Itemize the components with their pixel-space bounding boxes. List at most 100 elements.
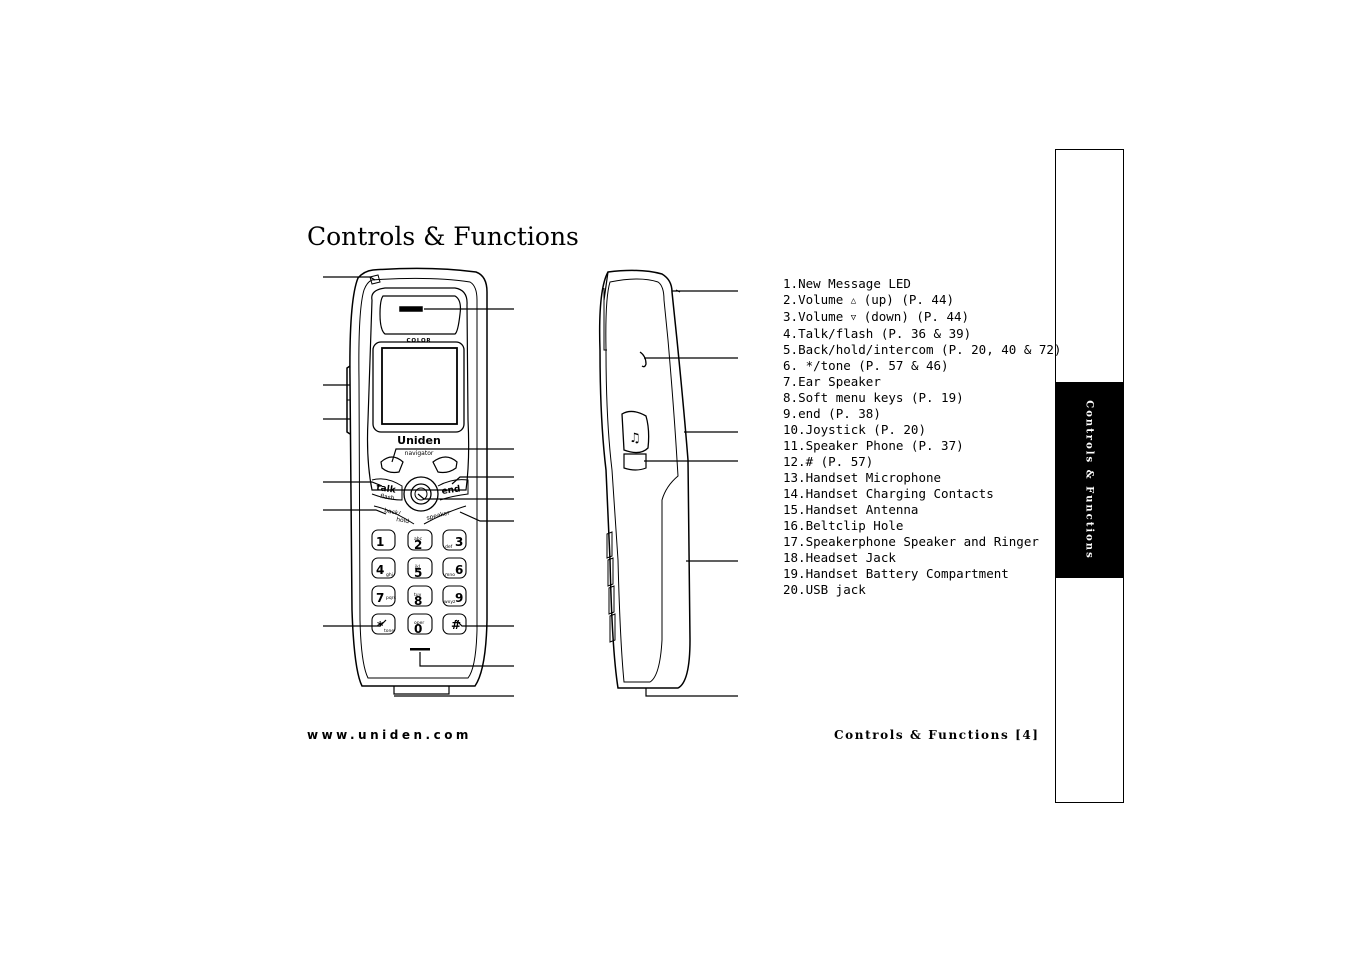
callout-line — [323, 276, 376, 281]
keypad-key — [442, 613, 467, 635]
battery-ridge — [607, 557, 614, 587]
beltclip-hole — [639, 351, 647, 368]
soft-key-right — [432, 456, 458, 474]
led-indicator — [369, 274, 381, 285]
legend-item: 17.Speakerphone Speaker and Ringer — [783, 534, 1039, 549]
headset-jack-icon: ♫ — [629, 431, 641, 446]
battery-ridge — [606, 531, 613, 559]
front-inner-rim — [358, 277, 478, 679]
joystick-center — [414, 487, 428, 501]
keypad-key — [371, 613, 396, 635]
key-digit: 6 — [455, 563, 463, 577]
legend-item: 1.New Message LED — [783, 276, 911, 291]
end-label: end — [441, 484, 461, 497]
keypad-key — [407, 585, 433, 607]
legend-item: 10.Joystick (P. 20) — [783, 422, 926, 437]
key-digit: 2 — [414, 538, 422, 552]
phone-side-view: ♫ — [598, 269, 738, 697]
legend-item: 18.Headset Jack — [783, 550, 896, 565]
headset-jack-housing — [621, 410, 650, 454]
keypad-key — [442, 557, 467, 579]
key-letters: mno — [445, 573, 455, 578]
key-letters: oper — [414, 620, 424, 626]
back-key-outline — [373, 505, 415, 525]
usb-jack — [623, 453, 647, 471]
page-title: Controls & Functions — [307, 222, 579, 251]
keypad-key — [407, 557, 433, 579]
hold-label: hold — [396, 516, 410, 525]
volume-up-icon: △ — [850, 296, 857, 306]
ear-speaker-housing — [379, 295, 462, 335]
key-letters: def — [445, 544, 453, 550]
callout-line — [419, 652, 514, 667]
key-letters: tone — [384, 628, 394, 634]
keypad-key — [407, 613, 433, 635]
soft-key-left — [380, 456, 404, 474]
screen-bezel — [372, 341, 465, 433]
key-digit: 7 — [376, 591, 384, 605]
speaker-key-outline — [423, 505, 467, 525]
microphone-slot — [410, 648, 430, 651]
legend-item: 6. */tone (P. 57 & 46) — [783, 358, 949, 373]
flash-label: flash — [380, 493, 395, 502]
legend-item: 15.Handset Antenna — [783, 502, 919, 517]
key-digit: 9 — [455, 591, 463, 605]
legend-item: 8.Soft menu keys (P. 19) — [783, 390, 964, 405]
footer-page-label: Controls & Functions [4] — [834, 728, 1040, 742]
controls-legend: 1.New Message LED 2.Volume △ (up) (P. 44… — [783, 276, 1061, 598]
battery-ridge — [608, 585, 615, 615]
key-letters: jkl — [414, 564, 420, 570]
side-tab: Controls & Functions — [1055, 149, 1124, 803]
key-letters: pqrs — [386, 595, 397, 601]
navigator-label: navigator — [405, 450, 434, 457]
key-digit: 4 — [376, 563, 384, 577]
key-letters: abc — [414, 536, 423, 542]
brand-logo: Uniden — [397, 434, 441, 447]
key-digit: 3 — [455, 535, 463, 549]
legend-item: 20.USB jack — [783, 582, 866, 597]
front-outer-body — [349, 267, 488, 687]
key-letters: wxyz — [444, 600, 456, 605]
key-digit: # — [451, 618, 461, 632]
callout-line — [391, 448, 514, 463]
ear-speaker-slot — [399, 306, 423, 312]
legend-item: 13.Handset Microphone — [783, 470, 942, 485]
phone-front-view: COLOR Uniden navigator talk flash end ba… — [346, 267, 488, 695]
legend-item: 19.Handset Battery Compartment — [783, 566, 1009, 581]
charging-contacts — [393, 686, 450, 695]
keypad-key — [371, 529, 396, 551]
legend-item: 3.Volume ▽ (down) (P. 44) — [783, 309, 970, 324]
key-letters: ghi — [386, 572, 393, 578]
front-face-plate — [366, 287, 470, 491]
legend-item: 2.Volume △ (up) (P. 44) — [783, 292, 955, 307]
key-digit: 8 — [414, 594, 422, 608]
talk-key-outline — [371, 478, 403, 501]
callout-line — [323, 481, 383, 487]
callout-line — [323, 509, 387, 515]
legend-item: 7.Ear Speaker — [783, 374, 881, 389]
screen-label: COLOR — [407, 338, 432, 344]
volume-down-icon: ▽ — [850, 313, 857, 323]
speaker-label: speaker — [426, 509, 451, 522]
joystick — [410, 483, 432, 505]
legend-item: 5.Back/hold/intercom (P. 20, 40 & 72) — [783, 342, 1062, 357]
callout-lines — [323, 276, 738, 697]
callout-line — [417, 493, 514, 500]
side-tab-highlight: Controls & Functions — [1056, 382, 1123, 578]
screen — [381, 347, 458, 425]
keypad-key — [442, 585, 467, 607]
key-digit: 5 — [414, 566, 422, 580]
keypad-key — [371, 557, 396, 579]
side-inner-edge — [605, 278, 679, 683]
side-outer-body — [598, 269, 691, 689]
keypad: 1 2 3 4 5 6 7 8 9 * 0 # abc def ghi jkl … — [371, 529, 467, 636]
legend-item: 16.Beltclip Hole — [783, 518, 904, 533]
talk-label: talk — [376, 483, 398, 496]
callout-line — [451, 476, 514, 485]
key-letters: tuv — [414, 592, 422, 598]
keypad-key — [442, 529, 467, 551]
key-digit: 0 — [414, 622, 422, 636]
side-front-face — [603, 288, 607, 351]
keypad-key — [407, 529, 433, 551]
